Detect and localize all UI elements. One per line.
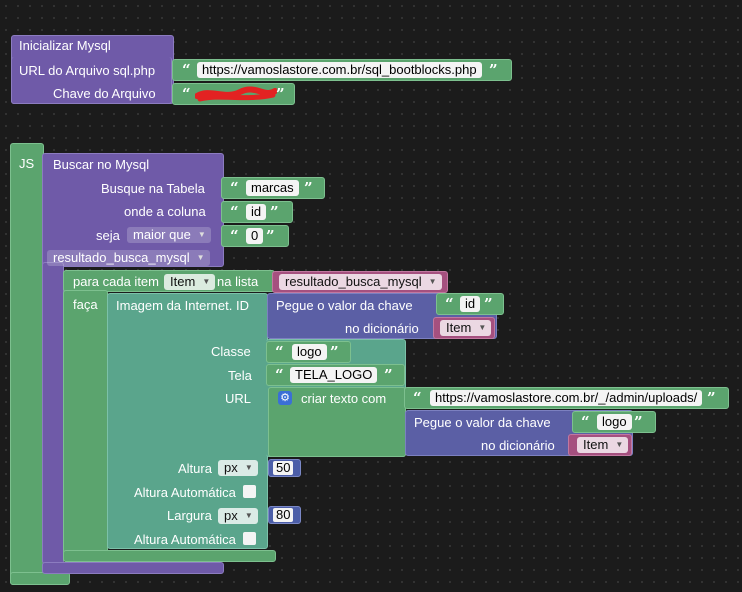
init-key-label: Chave do Arquivo (53, 86, 156, 101)
chevron-down-icon: ▼ (196, 253, 205, 262)
foreach-prefix-label: para cada item (73, 274, 159, 289)
close-quote-icon: ” (330, 343, 339, 361)
open-quote-icon: “ (230, 179, 239, 197)
redacted-key-scribble-icon (194, 86, 278, 102)
search-mysql-title: Buscar no Mysql (53, 157, 150, 172)
open-quote-icon: “ (182, 61, 191, 79)
chevron-down-icon: ▼ (615, 440, 624, 449)
close-quote-icon: ” (384, 366, 393, 384)
result-var-value: resultado_busca_mysql (53, 250, 190, 265)
close-quote-icon: ” (634, 413, 643, 431)
foreach-item-value: Item (170, 274, 196, 289)
foreach-spine (63, 290, 108, 562)
chevron-down-icon: ▼ (478, 323, 487, 332)
id-get-value-label: Pegue o valor da chave (276, 298, 413, 313)
chevron-down-icon: ▼ (197, 230, 206, 239)
width-number-block[interactable]: 80 (268, 506, 301, 524)
search-op-label: seja (96, 228, 120, 243)
url-label: URL (225, 391, 252, 406)
id-dict-var-value: Item (446, 320, 472, 335)
open-quote-icon: “ (230, 227, 239, 245)
init-url-field[interactable]: https://vamoslastore.com.br/sql_bootbloc… (197, 62, 482, 78)
id-dict-var-dropdown[interactable]: Item ▼ (440, 320, 492, 336)
open-quote-icon: “ (182, 85, 191, 103)
chevron-down-icon: ▼ (202, 277, 211, 286)
width-unit-value: px (224, 508, 238, 523)
search-mysql-block[interactable] (42, 153, 224, 267)
class-label: Classe (211, 344, 251, 359)
search-table-label: Busque na Tabela (101, 181, 205, 196)
foreach-in-label: na lista (217, 274, 259, 289)
auto-height-checkbox[interactable] (243, 485, 256, 498)
width-label: Largura (167, 508, 212, 523)
image-component-title: Imagem da Internet. ID (116, 298, 249, 313)
url-get-value-label: Pegue o valor da chave (414, 415, 551, 430)
auto-width-label: Altura Automática (134, 532, 236, 547)
close-quote-icon: ” (489, 61, 498, 79)
open-quote-icon: “ (275, 343, 284, 361)
table-field[interactable]: marcas (246, 180, 299, 196)
height-unit-value: px (224, 460, 238, 475)
screen-label: Tela (228, 368, 252, 383)
foreach-do-label: faça (73, 297, 98, 312)
chevron-down-icon: ▼ (244, 511, 253, 520)
close-quote-icon: ” (707, 389, 716, 407)
search-mysql-spine (42, 262, 64, 564)
image-component-block[interactable] (107, 293, 268, 549)
url-dict-label: no dicionário (481, 438, 555, 453)
js-block-footer (10, 572, 70, 585)
js-label: JS (19, 156, 35, 171)
open-quote-icon: “ (445, 295, 454, 313)
search-operator-dropdown[interactable]: maior que ▼ (127, 227, 211, 243)
url-field[interactable]: https://vamoslastore.com.br/_/admin/uplo… (430, 390, 703, 406)
open-quote-icon: “ (413, 389, 422, 407)
init-mysql-title: Inicializar Mysql (19, 38, 111, 53)
height-value[interactable]: 50 (273, 461, 294, 475)
list-var-value: resultado_busca_mysql (285, 274, 422, 289)
open-quote-icon: “ (581, 413, 590, 431)
js-block[interactable] (10, 143, 44, 585)
foreach-footer (63, 550, 276, 562)
init-url-label: URL do Arquivo sql.php (19, 63, 156, 78)
width-value[interactable]: 80 (273, 508, 294, 522)
compare-field[interactable]: 0 (246, 228, 264, 244)
search-operator-value: maior que (133, 227, 191, 242)
gear-icon[interactable]: ⚙ (278, 391, 292, 405)
height-unit-dropdown[interactable]: px ▼ (218, 460, 258, 476)
search-mysql-footer (42, 562, 224, 574)
screen-field[interactable]: TELA_LOGO (290, 367, 378, 383)
list-var-dropdown[interactable]: resultado_busca_mysql ▼ (279, 274, 442, 290)
class-field[interactable]: logo (292, 344, 327, 360)
height-number-block[interactable]: 50 (268, 459, 301, 477)
auto-height-label: Altura Automática (134, 485, 236, 500)
close-quote-icon: ” (304, 179, 313, 197)
url-key-field[interactable]: logo (597, 414, 632, 430)
height-label: Altura (178, 461, 212, 476)
init-mysql-body (11, 57, 172, 104)
result-var-dropdown[interactable]: resultado_busca_mysql ▼ (47, 250, 210, 266)
foreach-item-dropdown[interactable]: Item ▼ (164, 274, 216, 290)
id-key-field[interactable]: id (460, 296, 481, 312)
create-text-label: criar texto com (301, 391, 387, 406)
open-quote-icon: “ (230, 203, 239, 221)
close-quote-icon: ” (266, 227, 275, 245)
auto-width-checkbox[interactable] (243, 532, 256, 545)
open-quote-icon: “ (275, 366, 284, 384)
id-dict-label: no dicionário (345, 321, 419, 336)
search-column-label: onde a coluna (124, 204, 206, 219)
close-quote-icon: ” (484, 295, 493, 313)
url-dict-var-dropdown[interactable]: Item ▼ (577, 437, 629, 453)
column-field[interactable]: id (246, 204, 267, 220)
chevron-down-icon: ▼ (244, 463, 253, 472)
close-quote-icon: ” (270, 203, 279, 221)
chevron-down-icon: ▼ (428, 277, 437, 286)
url-dict-var-value: Item (583, 437, 609, 452)
close-quote-icon: ” (276, 85, 285, 103)
width-unit-dropdown[interactable]: px ▼ (218, 508, 258, 524)
